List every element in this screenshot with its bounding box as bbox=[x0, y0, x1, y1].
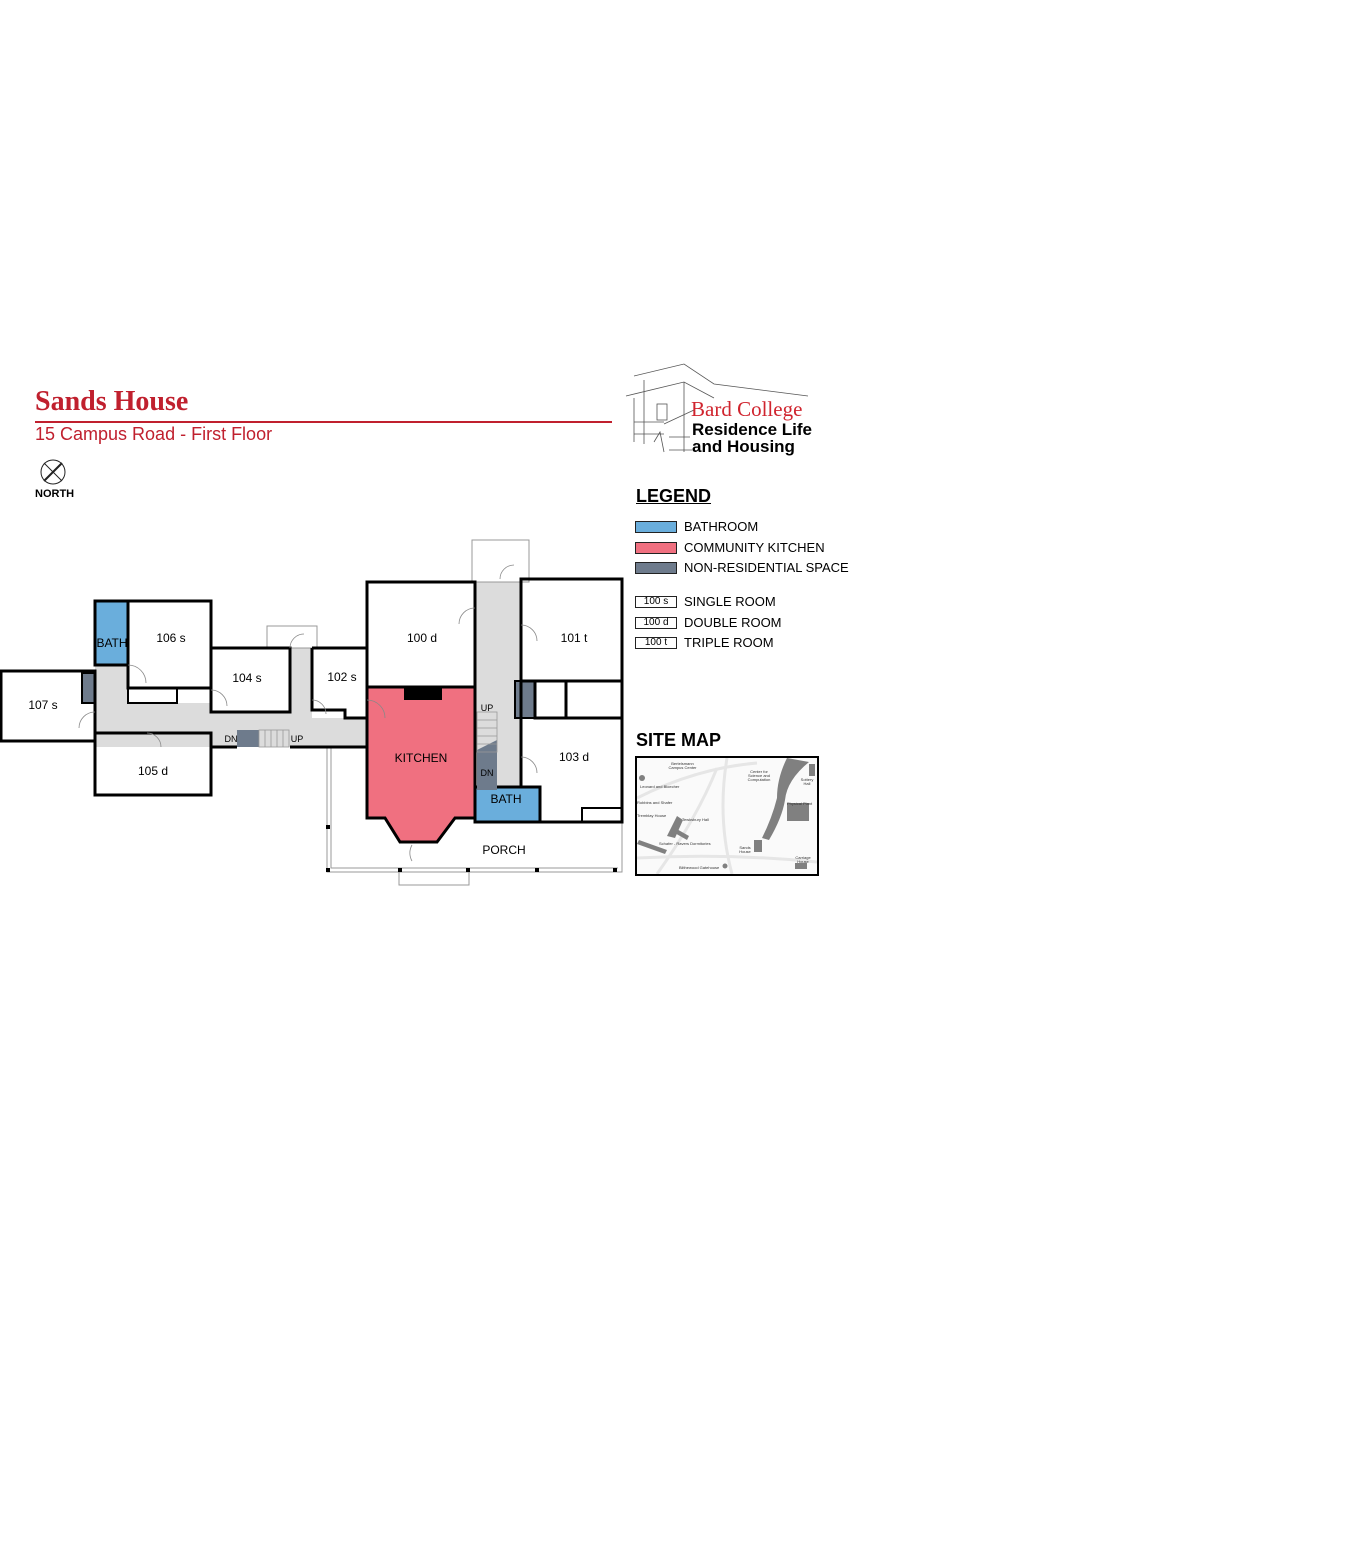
legend-label: TRIPLE ROOM bbox=[684, 635, 774, 650]
bathroom-swatch bbox=[635, 520, 677, 533]
stair-up-east-label: UP bbox=[481, 703, 494, 713]
logo-residence-life: Residence Life and Housing bbox=[692, 421, 812, 455]
site-label: Schafer - Ravers Dormitories bbox=[659, 841, 711, 846]
nonres-closet-east bbox=[514, 680, 536, 719]
legend-label: DOUBLE ROOM bbox=[684, 615, 782, 630]
legend-item-nonres: NON-RESIDENTIAL SPACE bbox=[635, 560, 849, 575]
bath-west bbox=[93, 599, 130, 667]
north-label: NORTH bbox=[35, 488, 75, 500]
kitchen-label: KITCHEN bbox=[395, 751, 448, 765]
page-title: Sands House bbox=[35, 386, 189, 417]
room-code-box: 100 s bbox=[635, 595, 677, 608]
site-label: Sands House bbox=[739, 845, 751, 854]
site-label: Physical Plant bbox=[787, 801, 813, 806]
kitchen-swatch bbox=[635, 541, 677, 554]
stair-landing-west bbox=[237, 730, 259, 747]
site-label: Robbins and Shafer bbox=[637, 800, 673, 805]
logo-bard-college: Bard College bbox=[691, 397, 803, 421]
room-106-label: 106 s bbox=[156, 631, 185, 645]
site-label: Blithewood Gatehouse bbox=[679, 865, 720, 870]
legend-label: BATHROOM bbox=[684, 519, 759, 534]
site-label: Leonard and Bloecher bbox=[640, 784, 680, 789]
room-code-box: 100 d bbox=[635, 616, 677, 629]
logo-line2: Residence Life bbox=[692, 420, 812, 439]
room-103-label: 103 d bbox=[559, 750, 589, 764]
room-104-label: 104 s bbox=[232, 671, 261, 685]
title-rule bbox=[35, 421, 612, 423]
stair-dn-west-label: DN bbox=[225, 734, 238, 744]
stair-up-west-label: UP bbox=[291, 734, 304, 744]
legend-item-kitchen: COMMUNITY KITCHEN bbox=[635, 540, 825, 555]
site-map: Bertelsmann Campus Center Leonard and Bl… bbox=[635, 756, 819, 876]
bath-east bbox=[473, 785, 542, 824]
legend-label: NON-RESIDENTIAL SPACE bbox=[684, 560, 849, 575]
legend-label: COMMUNITY KITCHEN bbox=[684, 540, 825, 555]
bath-east-label: BATH bbox=[490, 792, 521, 806]
north-arrow-icon bbox=[40, 459, 66, 485]
bard-logo-icon bbox=[625, 363, 809, 453]
site-label: Sottery Hall bbox=[800, 777, 814, 786]
stair-landing-east bbox=[477, 740, 497, 790]
stairs bbox=[258, 711, 498, 753]
site-label: Bertelsmann Campus Center bbox=[668, 761, 697, 770]
page-subtitle: 15 Campus Road - First Floor bbox=[35, 424, 273, 444]
room-101-label: 101 t bbox=[561, 631, 588, 645]
nonres-closet-west bbox=[81, 672, 96, 704]
site-map-title: SITE MAP bbox=[636, 730, 722, 750]
floor-plan: 107 s 106 s 104 s 102 s 105 d 100 d 101 … bbox=[0, 539, 624, 886]
logo-line3: and Housing bbox=[692, 437, 795, 456]
porch-posts bbox=[326, 825, 617, 872]
room-105-label: 105 d bbox=[138, 764, 168, 778]
legend-label: SINGLE ROOM bbox=[684, 594, 776, 609]
legend-item-single: 100 s SINGLE ROOM bbox=[635, 594, 776, 609]
fireplace bbox=[404, 687, 442, 700]
site-label: Center for Science and Computation bbox=[747, 769, 771, 782]
site-label: Tremblay House bbox=[637, 813, 667, 818]
walls bbox=[0, 577, 624, 824]
stair-dn-east-label: DN bbox=[481, 768, 494, 778]
room-code-box: 100 t bbox=[635, 636, 677, 649]
legend-title: LEGEND bbox=[636, 486, 712, 506]
room-102-label: 102 s bbox=[327, 670, 356, 684]
legend-item-double: 100 d DOUBLE ROOM bbox=[635, 615, 782, 630]
site-label: Carriage House bbox=[795, 855, 811, 864]
room-100-label: 100 d bbox=[407, 631, 437, 645]
nonres-swatch bbox=[635, 561, 677, 574]
porch-outline bbox=[266, 539, 623, 886]
doors bbox=[78, 564, 538, 862]
site-label: Tewksbury Hall bbox=[682, 817, 709, 822]
bath-west-label: BATH bbox=[96, 636, 127, 650]
legend-item-bathroom: BATHROOM bbox=[635, 519, 758, 534]
room-107-label: 107 s bbox=[28, 698, 57, 712]
legend-item-triple: 100 t TRIPLE ROOM bbox=[635, 635, 774, 650]
porch-label: PORCH bbox=[482, 843, 525, 857]
site-map-drawing bbox=[637, 758, 817, 874]
